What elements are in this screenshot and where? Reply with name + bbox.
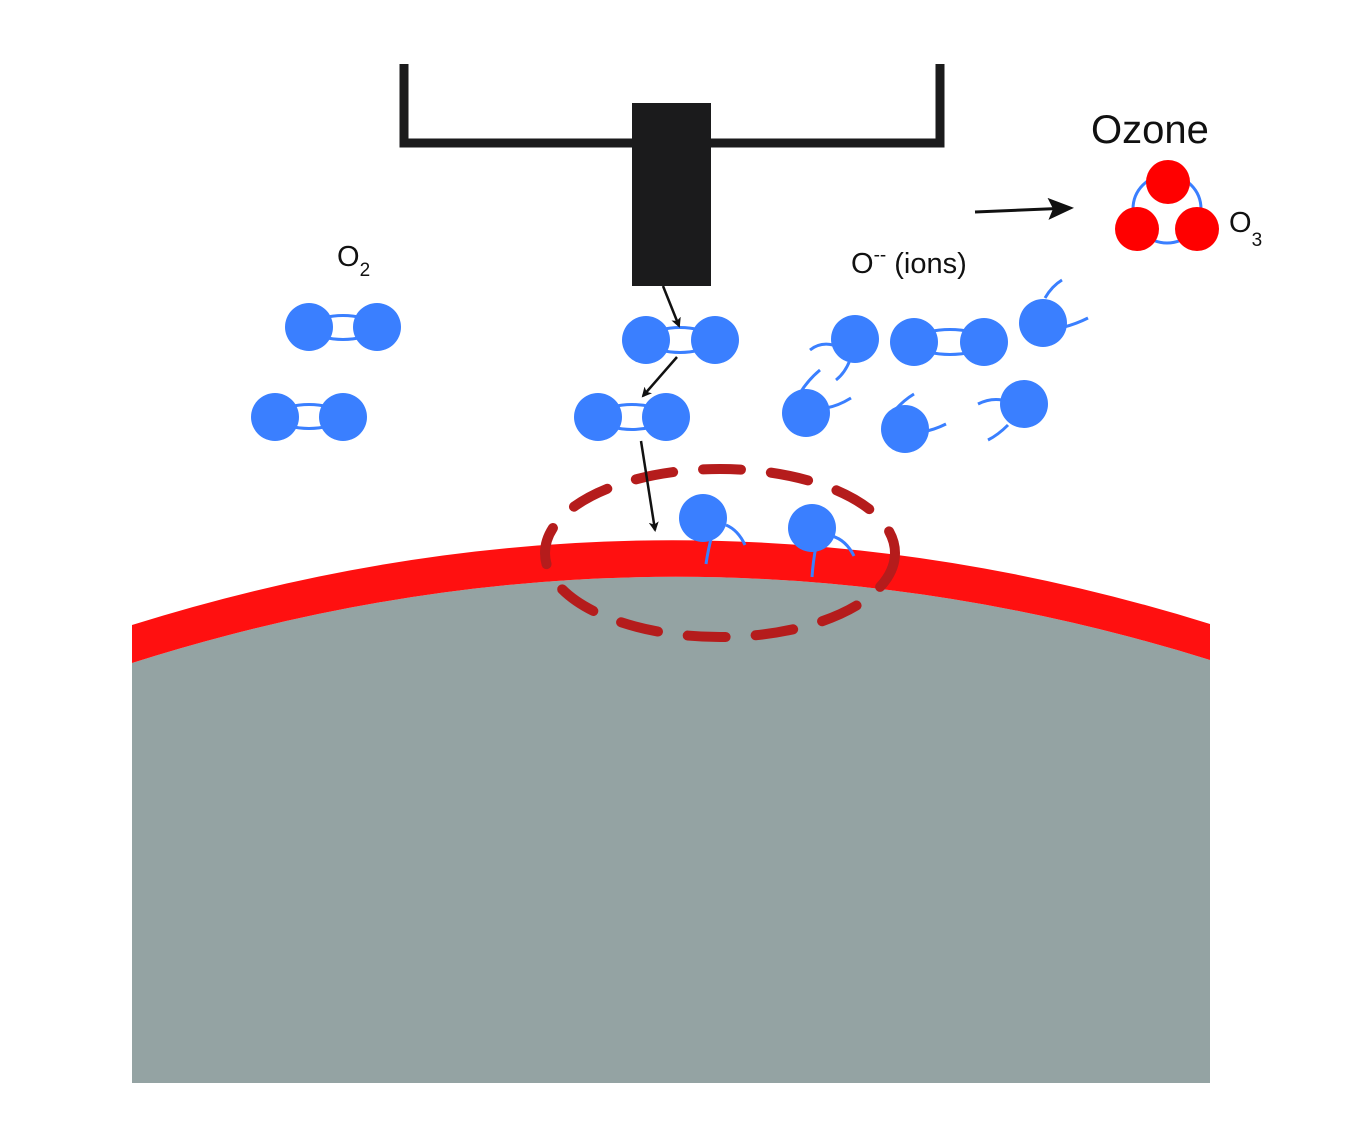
oxygen-atom (788, 504, 836, 552)
substrate-body (132, 576, 1210, 1083)
oxygen-atom (1019, 299, 1067, 347)
oxygen-atom (890, 318, 938, 366)
ozone-atom (1146, 160, 1190, 204)
ozone-molecule (1115, 160, 1219, 251)
o2-molecule (622, 316, 739, 364)
ion-bond-tail (987, 423, 1010, 442)
adsorbed-oxygen-ion (788, 504, 856, 578)
oxygen-ion-label: O-- (ions) (851, 245, 967, 280)
arrow-to-ozone (974, 197, 1074, 220)
oxygen-atom (831, 315, 879, 363)
ozone-atom (1115, 207, 1159, 251)
oxygen-atom (622, 316, 670, 364)
ion-bond-tail (809, 342, 834, 352)
arrow-o2-to-surface (639, 440, 659, 532)
arrow-o2-to-o2 (641, 356, 678, 398)
ion-bond-tail (1063, 316, 1089, 329)
oxygen-ion (782, 368, 852, 437)
ozone-title: Ozone (1091, 108, 1209, 152)
ion-bond-tail (835, 359, 852, 382)
surface-layer (132, 540, 1210, 663)
oxygen-atom (782, 389, 830, 437)
o2-molecule (285, 303, 401, 351)
oxygen-atom (960, 318, 1008, 366)
oxygen-atom (691, 316, 739, 364)
substrate (132, 540, 1210, 1083)
o2-molecule (890, 318, 1008, 366)
oxygen-atom (319, 393, 367, 441)
oxygen-atom (574, 393, 622, 441)
oxygen-atom (642, 393, 690, 441)
arrow-electrode-to-o2 (661, 285, 681, 328)
o2-label: O2 (337, 241, 370, 281)
ion-bond-tail (977, 398, 1003, 406)
o2-molecule (251, 393, 367, 441)
o2-molecule (574, 393, 690, 441)
oxygen-ion (809, 315, 879, 382)
ozone-atom (1175, 207, 1219, 251)
oxygen-atom (881, 405, 929, 453)
oxygen-ion (881, 392, 947, 453)
ion-bond-tail (1043, 278, 1063, 299)
electrode-assembly (399, 64, 945, 286)
oxygen-atom (1000, 380, 1048, 428)
oxygen-ion (977, 380, 1048, 442)
oxygen-atom (285, 303, 333, 351)
ion-bond-tail (725, 523, 747, 546)
electrode-block (632, 103, 711, 286)
oxygen-atom (353, 303, 401, 351)
ion-bond-tail (825, 396, 852, 410)
oxygen-atom (679, 494, 727, 542)
o3-label: O3 (1229, 207, 1262, 251)
oxygen-ion (1019, 278, 1089, 347)
reaction-zone-dashed-outline (540, 464, 900, 642)
adsorbed-oxygen-ion (679, 494, 747, 565)
oxygen-atom (251, 393, 299, 441)
